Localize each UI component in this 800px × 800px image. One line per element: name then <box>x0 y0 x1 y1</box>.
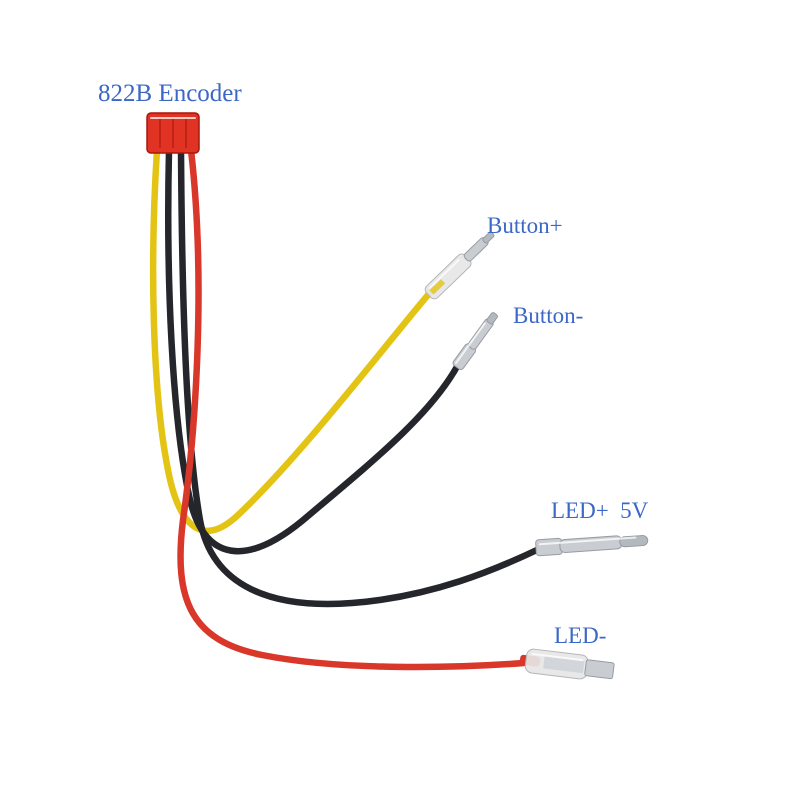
encoder-connector <box>146 112 200 154</box>
terminal-pin-tip <box>486 312 498 325</box>
yellow-wire <box>149 146 437 534</box>
terminal-metal-inside <box>543 656 585 674</box>
label-led-minus: LED- <box>554 623 607 648</box>
terminal-wire-inside <box>429 279 446 295</box>
button-minus-terminal <box>452 312 498 371</box>
terminal-barrel <box>559 535 623 553</box>
red-wire <box>177 146 528 671</box>
terminal-highlight <box>538 536 637 546</box>
label-button-plus: Button+ <box>487 213 563 238</box>
button-plus-terminal <box>424 231 495 300</box>
black-wire-button-minus <box>165 146 463 555</box>
terminal-crimp <box>535 537 563 557</box>
terminal-spade-tip <box>584 659 615 680</box>
terminal-highlight <box>454 322 486 365</box>
label-822b-encoder: 822B Encoder <box>98 80 242 107</box>
led-minus-terminal <box>519 648 615 680</box>
terminal-highlight <box>428 258 460 289</box>
label-led-plus: LED+ 5V <box>551 498 649 523</box>
label-button-minus: Button- <box>513 303 584 328</box>
terminal-highlight <box>531 653 584 662</box>
black-wire-led-plus <box>177 146 543 608</box>
terminal-pin-tip <box>482 231 495 244</box>
terminal-sleeve <box>424 253 472 300</box>
led-plus-terminal <box>535 535 649 557</box>
